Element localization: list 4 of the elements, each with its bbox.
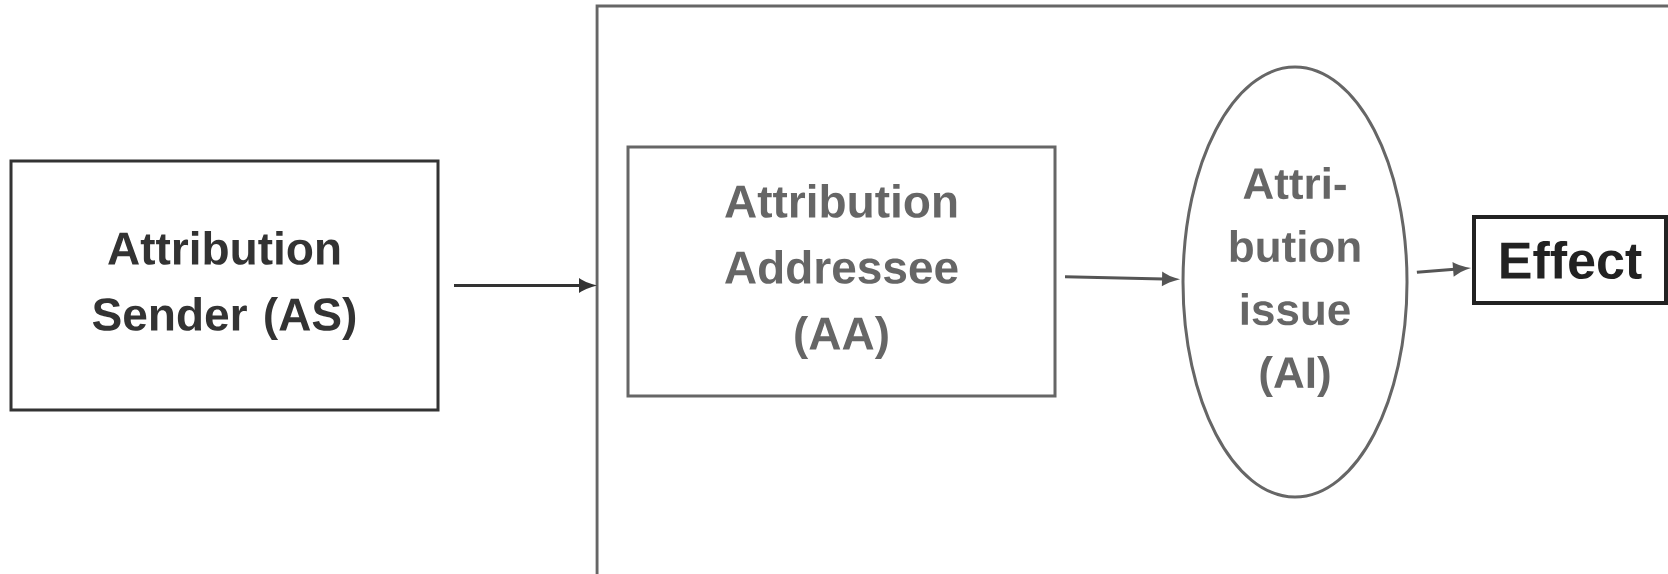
process-box: Attribution Addressee (AA) (626, 145, 1057, 398)
process-box: Attribution Sender (AS) (9, 159, 440, 412)
frame (595, 4, 1668, 574)
effect-box: Effect (1472, 215, 1668, 305)
